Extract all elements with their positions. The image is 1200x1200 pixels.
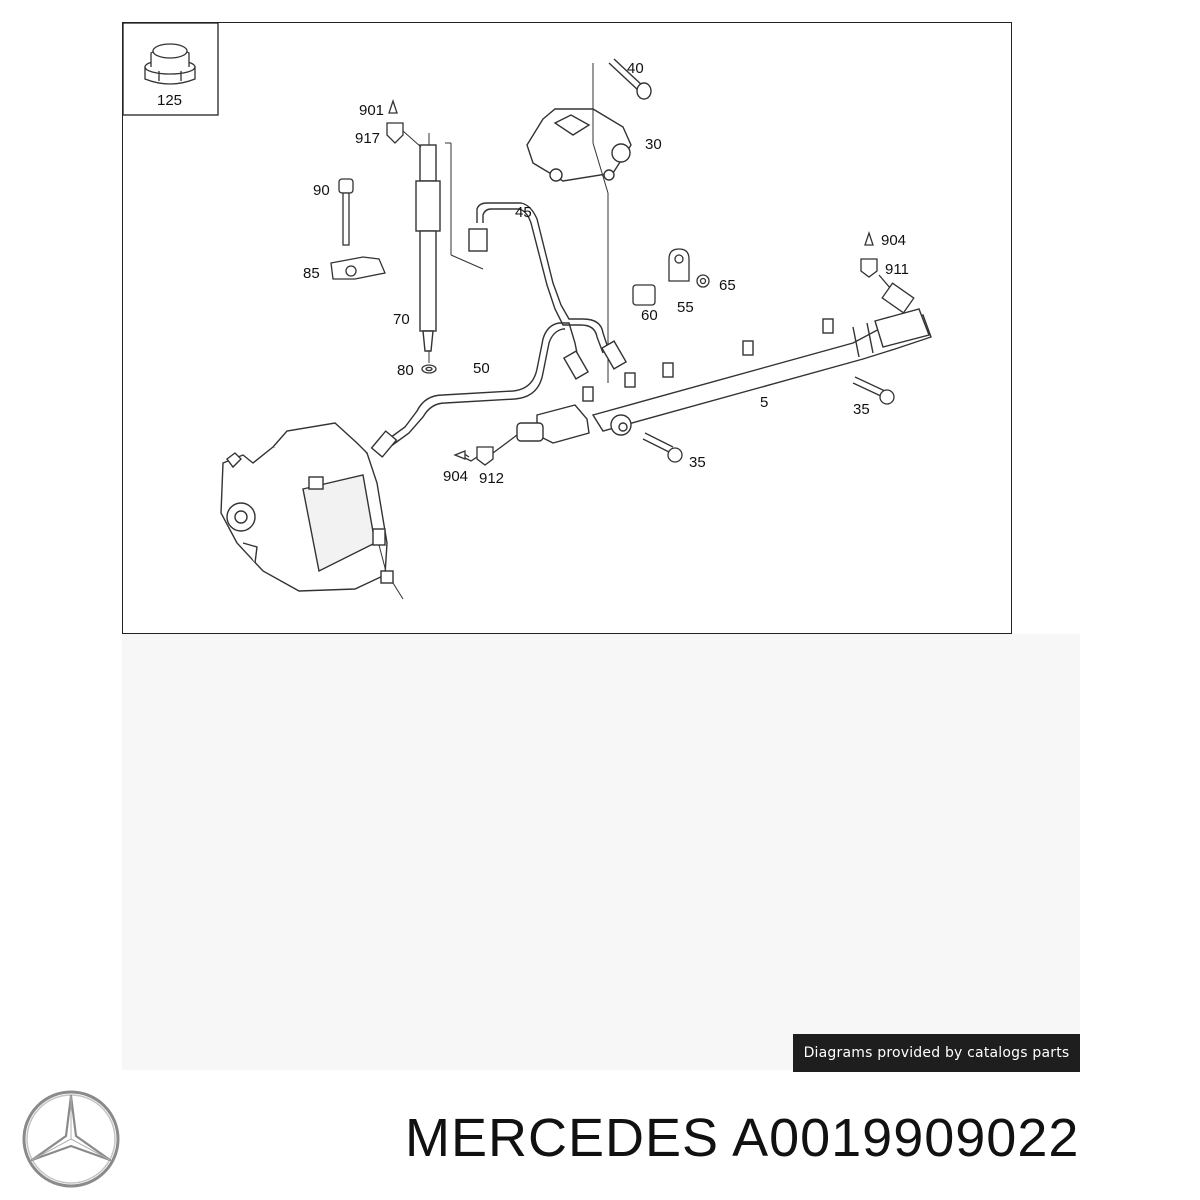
part-label: 60 bbox=[641, 307, 658, 324]
part-number-title: MERCEDES A0019909022 bbox=[405, 1108, 1080, 1168]
part-label: 125 bbox=[157, 92, 182, 109]
bracket-assembly bbox=[526, 58, 652, 383]
clamp-and-bolt bbox=[330, 178, 386, 280]
part-label: 904 bbox=[881, 232, 906, 249]
part-label: 911 bbox=[885, 261, 909, 278]
injector bbox=[415, 133, 484, 363]
connector-904-912 bbox=[453, 434, 518, 466]
part-label: 30 bbox=[645, 136, 662, 153]
part-label: 50 bbox=[473, 360, 490, 377]
part-label: 904 bbox=[443, 468, 468, 485]
part-label: 35 bbox=[853, 401, 870, 418]
fuel-line-50 bbox=[370, 322, 590, 458]
parts-diagram-drawing: 125 40 30 901 917 90 45 904 911 85 65 70… bbox=[123, 23, 932, 600]
part-labels: 125 40 30 901 917 90 45 904 911 85 65 70… bbox=[157, 60, 909, 487]
part-label: 5 bbox=[760, 394, 768, 411]
part-label: 45 bbox=[515, 204, 532, 221]
fuel-rail bbox=[516, 308, 932, 444]
small-parts bbox=[632, 248, 710, 306]
sensor-911-904 bbox=[860, 230, 915, 314]
part-label: 35 bbox=[689, 454, 706, 471]
mercedes-star-icon bbox=[22, 1090, 120, 1188]
part-label: 40 bbox=[627, 60, 644, 77]
part-label: 80 bbox=[397, 362, 414, 379]
connector-901-917 bbox=[386, 98, 422, 148]
part-label: 55 bbox=[677, 299, 694, 316]
parts-diagram: 125 40 30 901 917 90 45 904 911 85 65 70… bbox=[122, 22, 1012, 634]
diagram-background-panel bbox=[122, 634, 1080, 1070]
part-label: 917 bbox=[355, 130, 380, 147]
cap-inset bbox=[123, 23, 219, 116]
high-pressure-pump bbox=[220, 422, 404, 600]
part-label: 85 bbox=[303, 265, 320, 282]
part-label: 901 bbox=[359, 102, 384, 119]
part-label: 90 bbox=[313, 182, 330, 199]
part-label: 65 bbox=[719, 277, 736, 294]
part-label: 70 bbox=[393, 311, 410, 328]
fuel-line-45 bbox=[468, 202, 628, 370]
diagram-credit: Diagrams provided by catalogs parts bbox=[793, 1034, 1080, 1072]
part-label: 912 bbox=[479, 470, 504, 487]
